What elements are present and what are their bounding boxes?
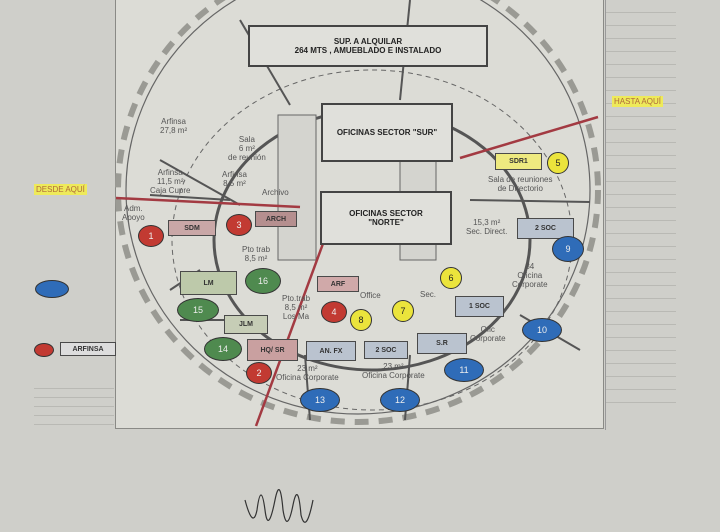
sector-norte-box: OFICINAS SECTOR "NORTE"	[320, 191, 452, 245]
marker-13: 13	[300, 388, 340, 412]
tag-2-soc-corporate: 2 SOC	[517, 218, 574, 239]
marker-8: 8	[350, 309, 372, 331]
outer-wall	[125, 0, 591, 415]
marker-16: 16	[245, 268, 281, 294]
tag-lm: LM	[180, 271, 237, 295]
room-label: Office	[360, 291, 381, 300]
marker-5: 5	[547, 152, 569, 174]
right-ruled-column	[605, 0, 676, 430]
legend-red-marker	[34, 343, 54, 357]
rental-area-box: SUP. A ALQUILAR 264 MTS , AMUEBLADO E IN…	[248, 25, 488, 67]
signature	[244, 489, 314, 523]
boundary-lines	[115, 115, 599, 427]
left-ruled-column	[34, 380, 114, 425]
marker-3: 3	[226, 214, 252, 236]
tag-an-fx: AN. FX	[306, 341, 356, 361]
tag-sdr1: SDR1	[495, 153, 542, 170]
rental-area-title: SUP. A ALQUILAR	[333, 37, 403, 46]
marker-4: 4	[321, 301, 347, 323]
desde-aqui-annotation: DESDE AQUÍ	[34, 184, 87, 195]
sector-sur-label: OFICINAS SECTOR "SUR"	[336, 128, 438, 137]
stair-core	[277, 114, 317, 261]
marker-6: 6	[440, 267, 462, 289]
tag-arch: ARCH	[255, 211, 297, 227]
tag-hq-sr: HQ/ SR	[247, 339, 298, 361]
room-label: Archivo	[262, 188, 289, 197]
marker-9: 9	[552, 236, 584, 262]
room-label: Sec.	[420, 290, 437, 299]
outer-facade	[115, 0, 601, 425]
legend-arfinsa-label: ARFINSA	[60, 342, 116, 356]
marker-7: 7	[392, 300, 414, 322]
marker-11: 11	[444, 358, 484, 382]
marker-14: 14	[204, 337, 242, 361]
legend-blue-marker	[35, 280, 69, 298]
marker-2: 2	[246, 362, 272, 384]
tag-1-soc: 1 SOC	[455, 296, 504, 317]
tag-arf: ARF	[317, 276, 359, 292]
marker-10: 10	[522, 318, 562, 342]
sector-norte-label-2: "NORTE"	[368, 218, 404, 227]
sector-norte-label: OFICINAS SECTOR	[349, 209, 423, 218]
tag-jlm: JLM	[224, 315, 268, 334]
marker-1: 1	[138, 225, 164, 247]
sector-sur-box: OFICINAS SECTOR "SUR"	[321, 103, 453, 162]
marker-12: 12	[380, 388, 420, 412]
tag-s-r: S.R	[417, 333, 467, 354]
hasta-aqui-annotation: HASTA AQUÍ	[612, 96, 663, 107]
rental-area-subtitle: 264 MTS , AMUEBLADO E INSTALADO	[294, 46, 442, 55]
room-label: Adm.Apoyo	[122, 204, 145, 222]
tag-2-soc: 2 SOC	[364, 341, 408, 359]
tag-sdm: SDM	[168, 220, 216, 236]
marker-15: 15	[177, 298, 219, 322]
